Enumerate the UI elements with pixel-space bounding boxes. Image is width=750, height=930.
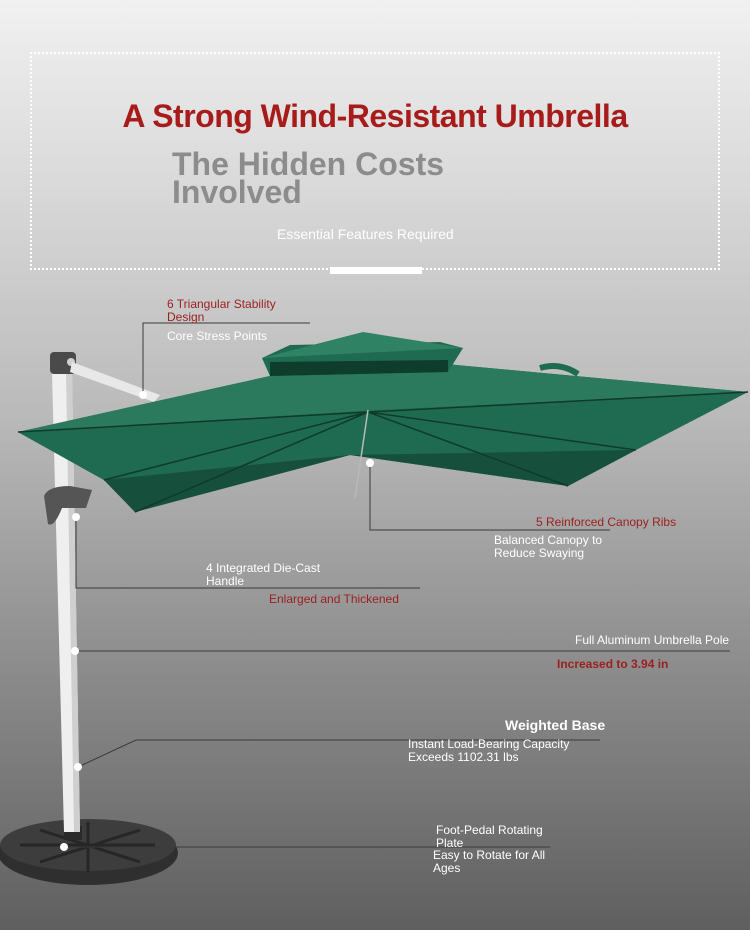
- weighted-base-graphic: [0, 819, 178, 885]
- stability-detail: Core Stress Points: [167, 329, 268, 343]
- base-title: Weighted Base: [505, 717, 606, 733]
- pedal-title: Foot-Pedal Rotating Plate: [436, 823, 543, 850]
- stability-title: 6 Triangular Stability Design: [167, 297, 276, 324]
- page-subtitle: The Hidden Costs Involved: [172, 146, 445, 210]
- pole-marker: [71, 647, 79, 655]
- stability-callout-line: [142, 322, 310, 395]
- callout-lines: [64, 322, 730, 848]
- callout-markers: [60, 391, 374, 851]
- ribs-title: 5 Reinforced Canopy Ribs: [536, 515, 677, 529]
- page-title: A Strong Wind-Resistant Umbrella: [122, 98, 628, 134]
- base-callout-line: [77, 739, 600, 768]
- header-divider-bar: [330, 267, 422, 274]
- handle-title: 4 Integrated Die-Cast Handle: [206, 561, 321, 588]
- handle-detail: Enlarged and Thickened: [269, 592, 399, 606]
- pole-title: Full Aluminum Umbrella Pole: [575, 633, 730, 647]
- pedal-marker: [60, 843, 68, 851]
- ribs-detail: Balanced Canopy to Reduce Swaying: [494, 533, 603, 560]
- canopy-graphic: [17, 332, 749, 525]
- pedal-detail: Easy to Rotate for All Ages: [433, 848, 546, 875]
- base-marker: [74, 763, 82, 771]
- page-tagline: Essential Features Required: [277, 226, 454, 242]
- handle-marker: [72, 513, 80, 521]
- ribs-marker: [366, 459, 374, 467]
- pole-detail: Increased to 3.94 in: [557, 657, 669, 671]
- stability-arm-graphic: [70, 362, 160, 402]
- handle-callout-line: [75, 517, 420, 589]
- base-detail: Instant Load-Bearing Capacity Exceeds 11…: [408, 737, 570, 764]
- stability-marker: [139, 391, 147, 399]
- ribs-callout-line: [369, 463, 610, 531]
